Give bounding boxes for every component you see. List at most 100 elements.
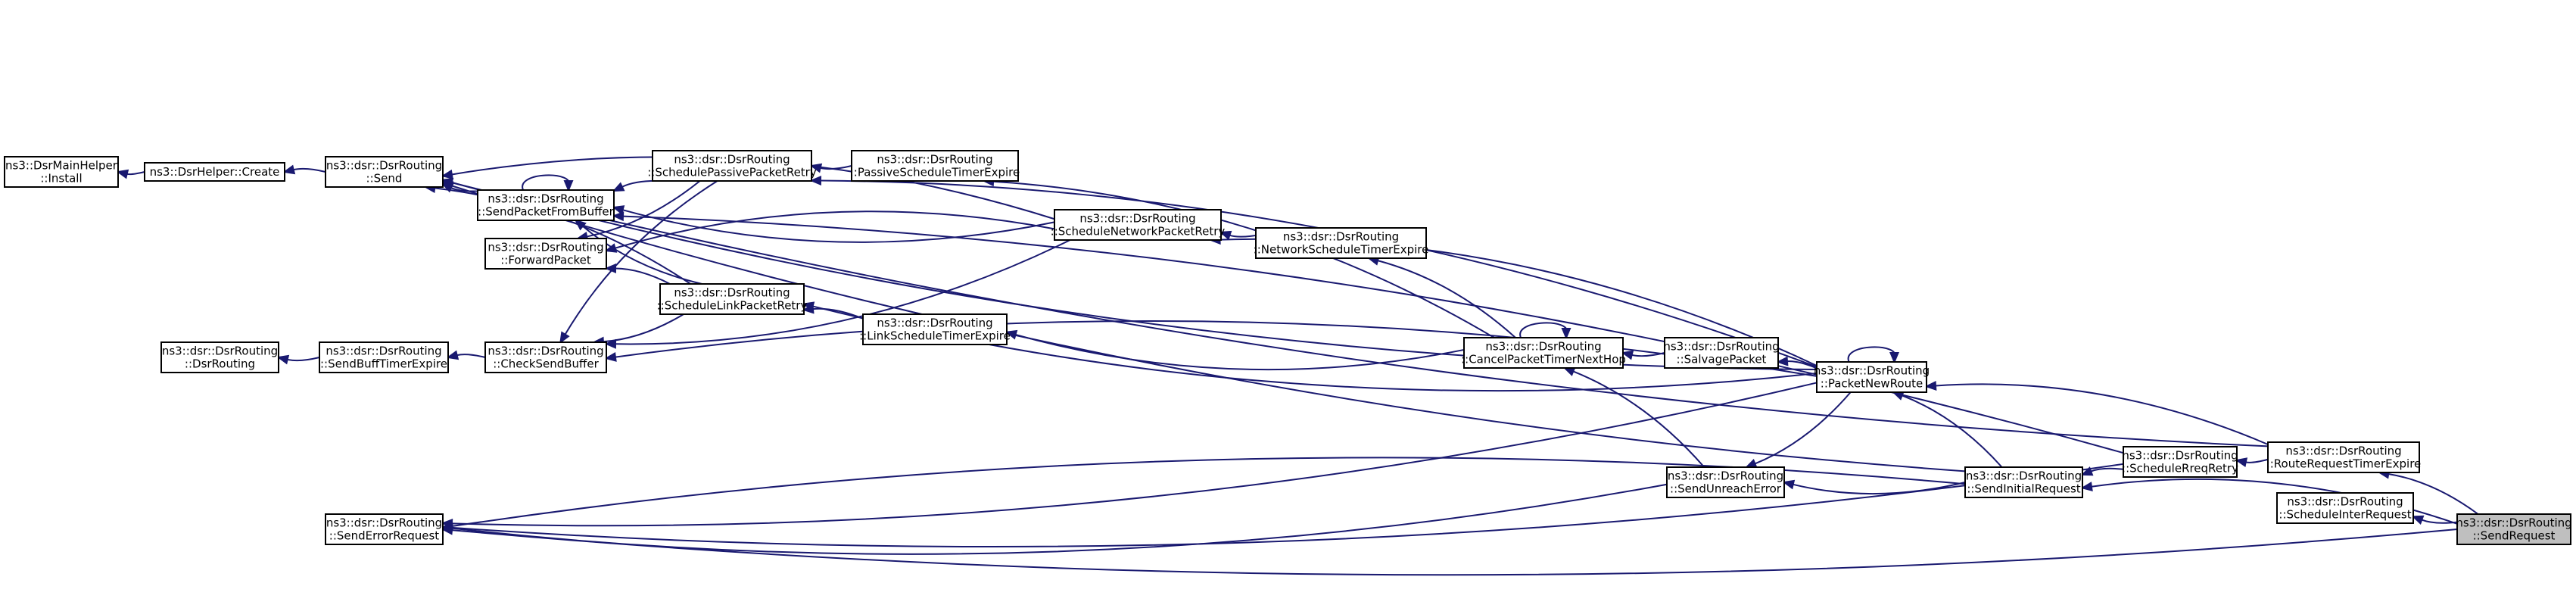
node-box (325, 513, 444, 545)
node-label-line: ::Install (40, 172, 82, 186)
node-sendrequest[interactable]: ns3::dsr::DsrRouting::SendRequest (2456, 513, 2572, 545)
node-box (1054, 209, 1222, 241)
node-schedlink[interactable]: ns3::dsr::DsrRouting::ScheduleLinkPacket… (657, 283, 808, 315)
node-routereq[interactable]: ns3::dsr::DsrRouting::RouteRequestTimerE… (2266, 441, 2422, 473)
edge-line (1935, 383, 2269, 445)
node-passivetimer[interactable]: ns3::dsr::DsrRouting::PassiveScheduleTim… (850, 150, 1020, 182)
edge-line (993, 180, 1495, 338)
node-label-line: ns3::dsr::DsrRouting (1283, 230, 1399, 244)
node-label-line: ns3::dsr::DsrRouting (2285, 444, 2401, 458)
node-box (144, 162, 285, 182)
node-label-line: ns3::dsr::DsrRouting (326, 345, 441, 358)
node-label-line: ::ForwardPacket (500, 254, 591, 267)
edge-line (451, 483, 1668, 555)
arrowhead-icon (2235, 457, 2248, 467)
node-label-line: ns3::DsrMainHelper (5, 159, 118, 173)
node-schedpassive[interactable]: ns3::dsr::DsrRouting::SchedulePassivePac… (647, 150, 817, 182)
edge-line (1755, 391, 1852, 465)
arrowhead-icon (809, 176, 822, 186)
edge-line (2388, 472, 2479, 515)
node-send[interactable]: ns3::dsr::DsrRouting::Send (325, 156, 444, 188)
node-cancel[interactable]: ns3::dsr::DsrRouting::CancelPacketTimerN… (1461, 337, 1626, 369)
node-nettimer[interactable]: ns3::dsr::DsrRouting::NetworkScheduleTim… (1254, 227, 1429, 259)
node-install[interactable]: ns3::DsrMainHelper::Install (4, 156, 119, 188)
node-senderror[interactable]: ns3::dsr::DsrRouting::SendErrorRequest (325, 513, 444, 545)
node-label-line: ns3::dsr::DsrRouting (326, 159, 442, 173)
node-label-line: ns3::dsr::DsrRouting (674, 286, 790, 300)
node-create[interactable]: ns3::DsrHelper::Create (144, 162, 285, 182)
edge-line (287, 357, 320, 362)
edge-n_unreach-to-n_senderror (441, 483, 1668, 555)
node-schednet[interactable]: ns3::dsr::DsrRouting::ScheduleNetworkPac… (1051, 209, 1226, 241)
edge-line (451, 185, 1966, 472)
node-unreach[interactable]: ns3::dsr::DsrRouting::SendUnreachError (1666, 466, 1785, 498)
edge-line (615, 210, 1055, 249)
node-label-line: ns3::dsr::DsrRouting (2456, 516, 2571, 530)
edge-n_checksend-to-n_sendbuff (446, 350, 486, 360)
edge-line (1377, 260, 1516, 338)
node-linktimer[interactable]: ns3::dsr::DsrRouting::LinkScheduleTimerE… (859, 313, 1011, 345)
node-label-line: ns3::dsr::DsrRouting (877, 316, 992, 330)
node-dsrrouting[interactable]: ns3::dsr::DsrRouting::DsrRouting (160, 341, 279, 373)
edge-n_sendrequest-to-n_senderror (441, 525, 2458, 576)
node-box (484, 238, 607, 270)
arrowhead-icon (604, 243, 618, 253)
node-label-line: ns3::dsr::DsrRouting (2122, 449, 2238, 463)
node-box (851, 150, 1019, 182)
edge-n_sendpacket-to-n_sendpacket (522, 174, 574, 192)
node-box (2123, 446, 2238, 478)
node-forward[interactable]: ns3::dsr::DsrRouting::ForwardPacket (484, 238, 607, 270)
edge-n_schedreq-to-n_sendinitial (2080, 466, 2124, 476)
node-schedreq[interactable]: ns3::dsr::DsrRouting::ScheduleRreqRetry (2122, 446, 2238, 478)
node-box (319, 341, 449, 373)
arrowhead-icon (446, 350, 459, 360)
node-label-line: ns3::dsr::DsrRouting (1663, 340, 1779, 354)
edge-n_schednet-to-n_sendpacket (612, 205, 1055, 243)
edge-line (615, 320, 1818, 377)
arrowhead-icon (276, 354, 290, 365)
arrowhead-icon (1219, 230, 1232, 241)
node-salvage[interactable]: ns3::dsr::DsrRouting::SalvagePacket (1663, 337, 1780, 369)
arrowhead-icon (282, 164, 296, 175)
node-label-line: ::ScheduleNetworkPacketRetry (1051, 225, 1226, 239)
edge-line (456, 354, 486, 358)
node-sendbuff[interactable]: ns3::dsr::DsrRouting::SendBuffTimerExpir… (319, 341, 449, 373)
node-label-line: ::NetworkScheduleTimerExpire (1254, 243, 1429, 257)
edge-line (1786, 360, 1818, 369)
arrowhead-icon (2080, 466, 2094, 476)
edge-n_schedpassive-to-n_sendpacket (612, 179, 661, 192)
node-label-line: ::ScheduleLinkPacketRetry (657, 299, 808, 313)
arrowhead-icon (612, 205, 625, 215)
node-schedinter[interactable]: ns3::dsr::DsrRouting::ScheduleInterReque… (2276, 492, 2414, 524)
arrowhead-icon (802, 301, 815, 311)
node-sendinitial[interactable]: ns3::dsr::DsrRouting::SendInitialRequest (1964, 466, 2083, 498)
edge-n_schedpassive-to-n_checksend (559, 180, 718, 345)
node-label-line: ns3::dsr::DsrRouting (1966, 469, 2082, 483)
edge-n_packetnew-to-n_senderror (441, 382, 1818, 528)
node-label-line: ns3::dsr::DsrRouting (2287, 495, 2403, 509)
edge-line (582, 225, 702, 285)
node-packetnew[interactable]: ns3::dsr::DsrRouting::PacketNewRoute (1814, 361, 1930, 393)
node-box (1255, 227, 1427, 259)
node-sendpacket[interactable]: ns3::dsr::DsrRouting::SendPacketFromBuff… (477, 189, 615, 221)
arrowhead-icon (612, 182, 625, 192)
edge-line (522, 174, 570, 191)
arrowhead-icon (563, 180, 574, 192)
node-checksend[interactable]: ns3::dsr::DsrRouting::CheckSendBuffer (484, 341, 607, 373)
node-label-line: ::CheckSendBuffer (493, 357, 599, 371)
edge-n_schedreq-to-n_sendpacket (612, 211, 2124, 454)
edge-line (450, 187, 478, 192)
arrowhead-icon (604, 352, 617, 362)
call-graph-edges (116, 156, 2479, 576)
arrowhead-icon (2080, 482, 2093, 492)
edge-n_sendinitial-to-n_unreach (1782, 479, 1966, 495)
arrowhead-icon (441, 169, 453, 179)
edge-line (1793, 482, 1966, 495)
edge-n_routereq-to-n_schedreq (2235, 457, 2269, 467)
arrowhead-icon (1776, 356, 1789, 366)
node-label-line: ::SalvagePacket (1677, 353, 1767, 366)
node-box (2276, 492, 2414, 524)
arrowhead-icon (1621, 350, 1634, 360)
edge-line (1015, 333, 1465, 371)
edge-line (1229, 234, 1257, 238)
